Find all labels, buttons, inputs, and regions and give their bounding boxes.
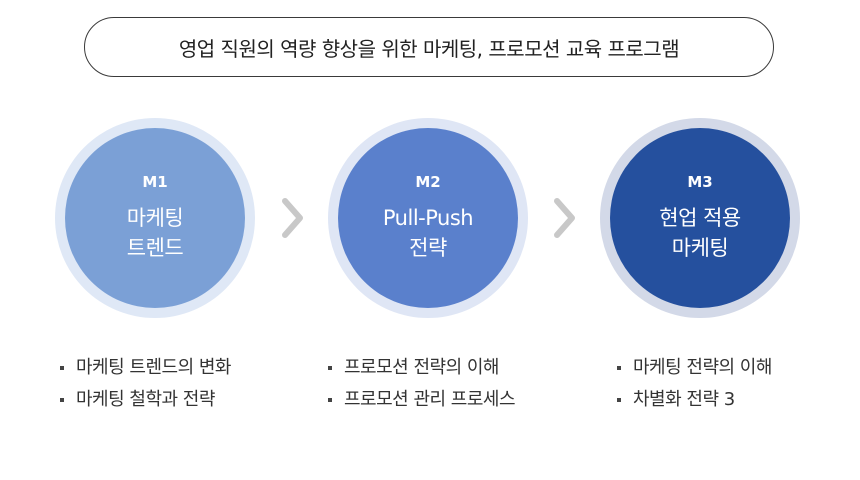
module-m3-circle: M3 현업 적용 마케팅 [610, 128, 790, 308]
chevron-right-icon [554, 198, 575, 238]
bullet-icon [328, 366, 332, 370]
module-m2: M2 Pull-Push 전략 [328, 118, 528, 318]
topic-label: 차별화 전략 3 [633, 389, 735, 410]
topic-label: 마케팅 트렌드의 변화 [76, 357, 231, 378]
topic-item: 프로모션 관리 프로세스 [328, 384, 516, 416]
topic-label: 마케팅 철학과 전략 [76, 389, 215, 410]
module-m2-topics: 프로모션 전략의 이해 프로모션 관리 프로세스 [328, 352, 516, 416]
bullet-icon [60, 366, 64, 370]
topic-item: 마케팅 철학과 전략 [60, 384, 231, 416]
module-m1-circle: M1 마케팅 트렌드 [65, 128, 245, 308]
module-code: M1 [142, 173, 168, 191]
topic-item: 차별화 전략 3 [617, 384, 772, 416]
bullet-icon [60, 398, 64, 402]
module-m3-topics: 마케팅 전략의 이해 차별화 전략 3 [617, 352, 772, 416]
topic-label: 마케팅 전략의 이해 [633, 357, 772, 378]
bullet-icon [617, 398, 621, 402]
module-name-line1: Pull-Push [382, 206, 474, 230]
module-code: M3 [687, 173, 713, 191]
module-m2-circle: M2 Pull-Push 전략 [338, 128, 518, 308]
bullet-icon [328, 398, 332, 402]
topic-item: 마케팅 전략의 이해 [617, 352, 772, 384]
module-name-line2: 마케팅 [671, 236, 729, 260]
chevron-right-icon [282, 198, 303, 238]
module-code: M2 [415, 173, 441, 191]
module-m1-topics: 마케팅 트렌드의 변화 마케팅 철학과 전략 [60, 352, 231, 416]
topic-item: 프로모션 전략의 이해 [328, 352, 515, 384]
module-name-line2: 트렌드 [126, 236, 184, 260]
topic-label: 프로모션 전략의 이해 [344, 357, 499, 378]
topic-item: 마케팅 트렌드의 변화 [60, 352, 231, 384]
module-m1: M1 마케팅 트렌드 [55, 118, 255, 318]
module-name-line1: 마케팅 [126, 206, 184, 230]
program-title: 영업 직원의 역량 향상을 위한 마케팅, 프로모션 교육 프로그램 [84, 17, 774, 77]
bullet-icon [617, 366, 621, 370]
module-m3: M3 현업 적용 마케팅 [600, 118, 800, 318]
module-name-line1: 현업 적용 [659, 206, 741, 230]
topic-label: 프로모션 관리 프로세스 [344, 389, 516, 410]
module-name-line2: 전략 [409, 236, 447, 260]
